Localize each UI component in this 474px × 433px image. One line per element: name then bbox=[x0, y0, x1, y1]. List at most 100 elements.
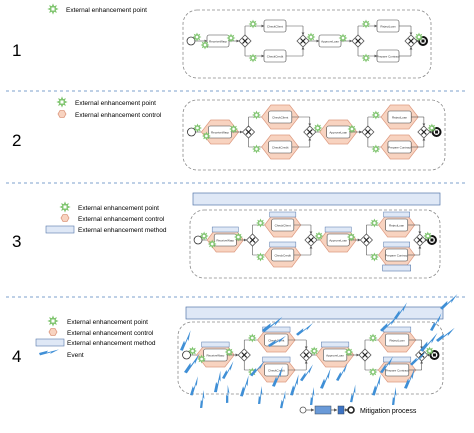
star-icon bbox=[347, 124, 357, 134]
gateway-x-icon bbox=[355, 38, 361, 44]
task-label: Prepare Contract bbox=[386, 369, 409, 373]
legend-label-point: External enhancement point bbox=[66, 7, 147, 14]
star-icon bbox=[306, 32, 316, 42]
process-frame bbox=[182, 9, 432, 79]
lightning-icon bbox=[180, 330, 191, 351]
lightning-icon bbox=[240, 375, 249, 397]
process-panel-3: ReceiveWarpCheckClientCheckCreditApprove… bbox=[189, 192, 441, 279]
enhancement-method-bar bbox=[383, 241, 410, 248]
task-box bbox=[213, 233, 237, 247]
star-icon bbox=[197, 354, 206, 364]
lightning-icon bbox=[262, 316, 283, 333]
gateway-x-icon bbox=[300, 38, 306, 44]
star-icon bbox=[425, 346, 434, 356]
task-label: RejectLoan bbox=[389, 224, 405, 228]
star-icon bbox=[338, 33, 348, 43]
process-panel-2: ReceiveWarpCheckClientCheckCreditApprove… bbox=[182, 99, 446, 171]
star-icon bbox=[248, 19, 258, 29]
star-icon bbox=[368, 367, 378, 377]
star-icon bbox=[256, 252, 265, 262]
process-frame bbox=[189, 209, 441, 279]
task-label: RejectLoan bbox=[392, 116, 408, 120]
gateway-x-icon bbox=[364, 129, 371, 135]
hexagon-icon bbox=[57, 110, 67, 118]
task-label: RejectLoan bbox=[380, 25, 396, 29]
end-event-icon bbox=[435, 130, 439, 134]
lightning-icon bbox=[350, 384, 356, 403]
lightning-icon bbox=[268, 335, 286, 347]
task-label: RejectLoan bbox=[389, 339, 405, 343]
legend-label-method: External enhancement method bbox=[78, 227, 167, 234]
mitigation-label: Mitigation process bbox=[360, 408, 417, 415]
task-label: CheckClient bbox=[267, 25, 283, 29]
legend-panel-3: External enhancement point External enha… bbox=[45, 201, 167, 234]
star-icon bbox=[427, 123, 437, 133]
lightning-icon bbox=[39, 349, 59, 356]
gateway-x-icon bbox=[242, 38, 248, 44]
star-icon bbox=[361, 19, 371, 29]
star-icon bbox=[309, 346, 319, 356]
gateway-x-icon bbox=[420, 129, 427, 135]
lightning-icon bbox=[372, 374, 381, 396]
task-label: CheckClient bbox=[272, 116, 288, 120]
star-icon bbox=[202, 131, 211, 141]
gateway-x-icon bbox=[416, 237, 423, 243]
gateway-x-icon bbox=[363, 237, 370, 243]
lightning-icon bbox=[392, 387, 397, 405]
task-label: Prepare Contract bbox=[388, 146, 411, 150]
legend-label-control: External enhancement control bbox=[75, 112, 162, 119]
star-icon bbox=[371, 110, 381, 120]
star-icon bbox=[188, 346, 197, 356]
task-label: CheckCredit bbox=[267, 55, 284, 59]
legend-panel-4: External enhancement point External enha… bbox=[35, 315, 156, 359]
star-icon bbox=[192, 32, 202, 42]
task-label: ApproveLoan bbox=[321, 40, 339, 44]
star-icon bbox=[371, 144, 381, 154]
task-label: ApproveLoan bbox=[329, 239, 347, 243]
gateway-x-icon bbox=[418, 352, 425, 358]
gateway-x-icon bbox=[408, 38, 414, 44]
hexagon-icon bbox=[48, 328, 58, 336]
lightning-icon bbox=[280, 390, 286, 409]
lightning-icon bbox=[404, 368, 415, 389]
lightning-icon bbox=[320, 368, 331, 389]
process-panel-4: ReceiveWarpCheckClientCheckCreditApprove… bbox=[177, 294, 458, 409]
lightning-icon bbox=[226, 384, 230, 403]
star-icon bbox=[344, 347, 354, 357]
legend-label-point: External enhancement point bbox=[75, 100, 156, 107]
lightning-icon bbox=[250, 360, 265, 377]
star-icon bbox=[56, 96, 68, 108]
task-label: ReceiveWarp bbox=[209, 40, 227, 44]
lightning-icon bbox=[380, 316, 398, 332]
star-icon bbox=[256, 218, 265, 228]
star-icon bbox=[361, 53, 371, 63]
lightning-icon bbox=[214, 370, 221, 393]
end-event-icon bbox=[421, 39, 425, 43]
enhancement-method-bar bbox=[321, 341, 350, 348]
gateway-x-icon bbox=[308, 237, 314, 243]
enhancement-method-bar bbox=[262, 326, 291, 333]
lightning-icon bbox=[310, 387, 315, 405]
star-icon bbox=[200, 40, 210, 50]
legend-panel-1: External enhancement point bbox=[47, 3, 147, 15]
enhancement-method-bar bbox=[192, 192, 441, 206]
enhancement-method-bar bbox=[201, 341, 230, 348]
lightning-icon bbox=[222, 361, 234, 379]
lightning-icon bbox=[190, 376, 198, 396]
star-icon bbox=[47, 315, 59, 327]
task-label: CheckCredit bbox=[268, 369, 285, 373]
start-event bbox=[193, 235, 203, 245]
lightning-icon bbox=[430, 313, 442, 331]
task-label: CheckCredit bbox=[274, 254, 291, 258]
process-frame bbox=[177, 321, 444, 395]
lightning-icon bbox=[436, 327, 455, 342]
end-event-icon bbox=[432, 353, 436, 357]
gateway-x-icon bbox=[249, 237, 256, 243]
lightning-icon bbox=[440, 294, 458, 310]
enhancement-method-bar bbox=[211, 226, 239, 233]
star-icon bbox=[414, 32, 424, 42]
panel-number: 3 bbox=[12, 232, 21, 251]
panel-number: 4 bbox=[12, 347, 21, 366]
gateway-x-icon bbox=[245, 129, 252, 135]
